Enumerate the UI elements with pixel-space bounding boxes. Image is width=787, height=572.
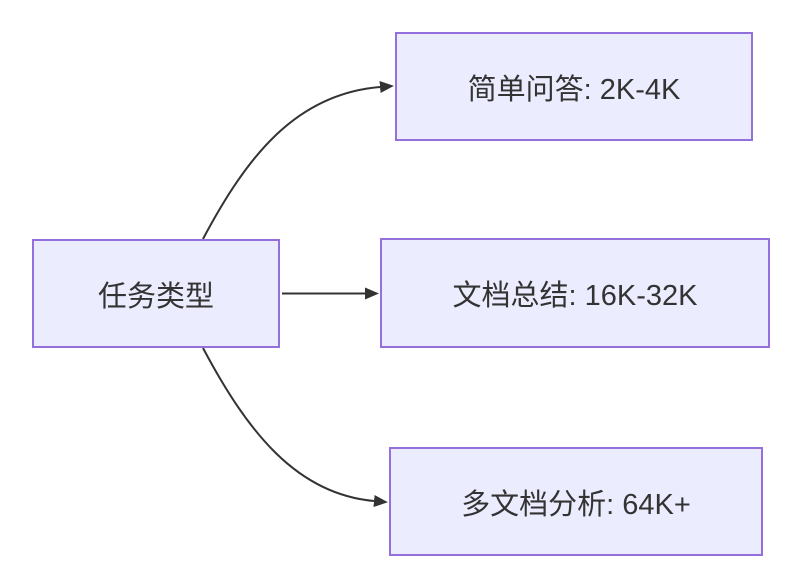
node-doc-summary: 文档总结: 16K-32K bbox=[380, 238, 770, 348]
edge-task-type-to-simple-qa bbox=[202, 81, 394, 240]
node-task-type-label: 任务类型 bbox=[97, 280, 214, 313]
node-simple-qa-label: 简单问答: 2K-4K bbox=[467, 73, 681, 106]
node-multi-doc: 多文档分析: 64K+ bbox=[389, 447, 763, 556]
node-simple-qa: 简单问答: 2K-4K bbox=[395, 32, 753, 141]
edge-task-type-to-multi-doc bbox=[202, 347, 388, 507]
node-multi-doc-label: 多文档分析: 64K+ bbox=[461, 488, 691, 521]
node-task-type: 任务类型 bbox=[32, 239, 280, 348]
node-doc-summary-label: 文档总结: 16K-32K bbox=[452, 280, 698, 312]
